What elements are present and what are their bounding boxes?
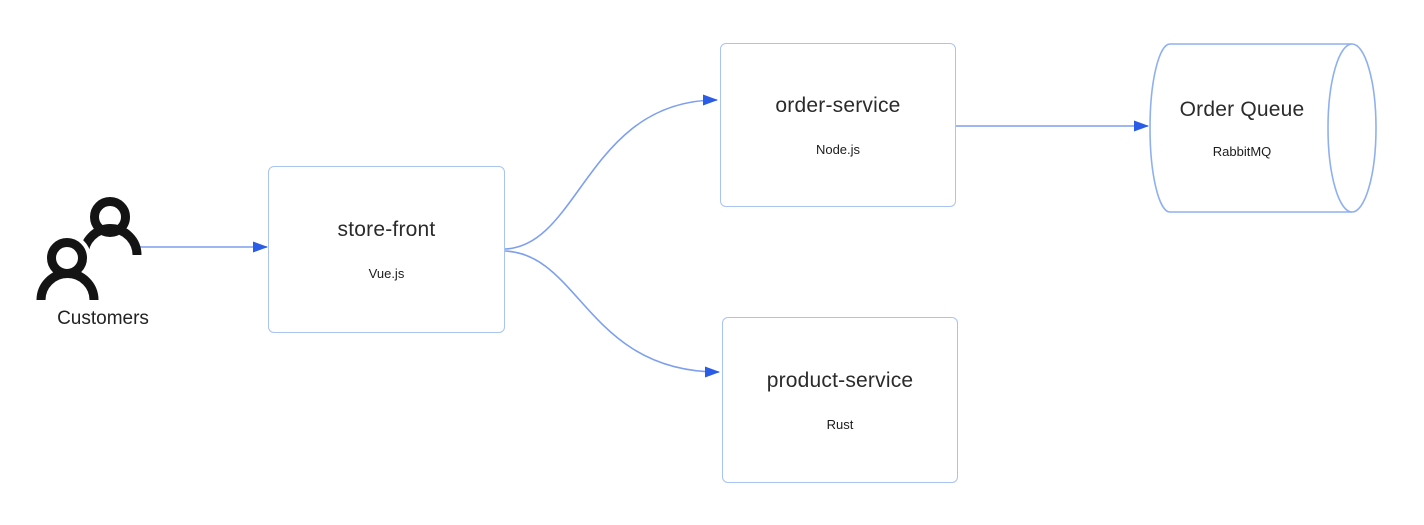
- cylinder-body: [1149, 43, 1352, 213]
- edge-store-front-to-product-service: [504, 250, 720, 378]
- order-service-subtitle: Node.js: [815, 141, 861, 157]
- back-person-shoulders: [79, 224, 142, 256]
- order-queue-cylinder-shape[interactable]: [1149, 43, 1377, 213]
- order-service-title: order-service: [775, 93, 901, 117]
- cylinder-right-cap: [1327, 43, 1377, 213]
- node-product-service[interactable]: product-service Rust: [722, 317, 958, 483]
- store-front-title: store-front: [337, 218, 436, 241]
- edge-store-front-to-order-service: [504, 94, 718, 250]
- product-service-title: product-service: [766, 368, 914, 392]
- product-service-subtitle: Rust: [826, 416, 854, 432]
- store-front-subtitle: Vue.js: [368, 266, 405, 281]
- customers-label: Customers: [57, 308, 149, 329]
- customers-icon[interactable]: [36, 197, 142, 301]
- node-order-service[interactable]: order-service Node.js: [720, 43, 956, 207]
- front-person-shoulders: [36, 269, 99, 301]
- node-store-front[interactable]: store-front Vue.js: [268, 166, 505, 333]
